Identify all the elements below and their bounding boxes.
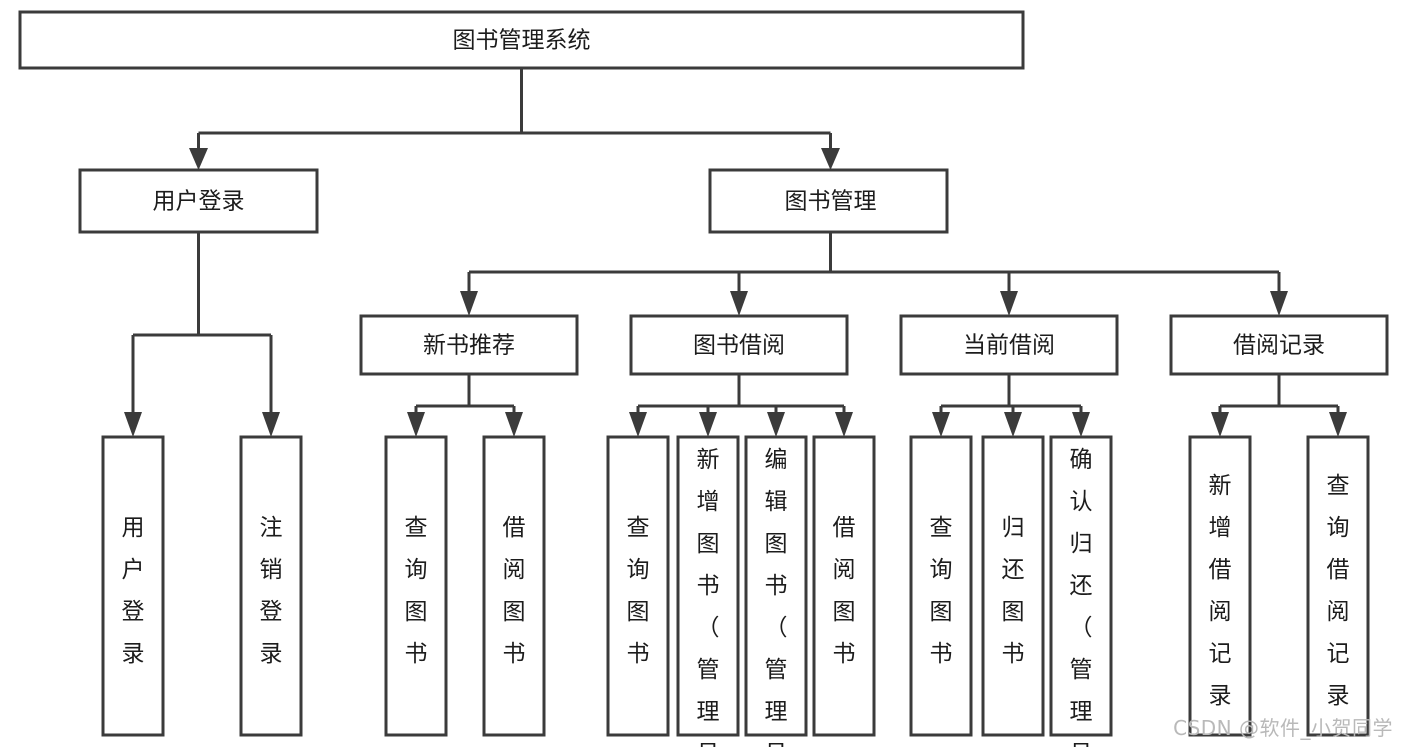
leaf-node-box-7[interactable] xyxy=(744,435,808,737)
leaf-node-box-4[interactable] xyxy=(482,435,546,737)
node-level2-book-management[interactable]: 图书管理 xyxy=(708,168,949,234)
arrowhead-borrow-leaf4 xyxy=(835,412,853,437)
leaf-node-2[interactable]: 注销登录 xyxy=(239,435,303,737)
leaf-node-box-1[interactable] xyxy=(101,435,165,737)
node-borrow-records-label: 借阅记录 xyxy=(1233,333,1325,359)
node-user-login-label: 用户登录 xyxy=(153,189,245,215)
leaf-node-box-12[interactable] xyxy=(1188,435,1252,737)
leaf-node-label-6: 新增图书（管理员） xyxy=(697,447,720,747)
leaf-node-label-10: 归还图书 xyxy=(1002,515,1025,667)
leaf-node-13[interactable]: 查询借阅记录 xyxy=(1306,435,1370,737)
node-current-borrow-box[interactable] xyxy=(899,314,1119,376)
arrowhead-user-login-to-leaf1 xyxy=(124,412,142,437)
arrowhead-to-borrow xyxy=(730,291,748,316)
node-new-book-recommend-box[interactable] xyxy=(359,314,579,376)
node-root-label: 图书管理系统 xyxy=(453,28,591,54)
leaf-node-3[interactable]: 查询图书 xyxy=(384,435,448,737)
arrowhead-new-books-leaf2 xyxy=(505,412,523,437)
leaf-node-11[interactable]: 确认归还（管理员） xyxy=(1049,435,1113,747)
leaf-node-5[interactable]: 查询图书 xyxy=(606,435,670,737)
node-book-management-label: 图书管理 xyxy=(785,189,877,215)
leaf-node-box-5[interactable] xyxy=(606,435,670,737)
leaf-node-label-8: 借阅图书 xyxy=(833,515,856,667)
leaf-node-box-11[interactable] xyxy=(1049,435,1113,737)
arrowhead-borrow-leaf1 xyxy=(629,412,647,437)
leaf-node-8[interactable]: 借阅图书 xyxy=(812,435,876,737)
leaf-node-label-3: 查询图书 xyxy=(405,515,428,667)
leaf-node-label-12: 新增借阅记录 xyxy=(1209,473,1232,709)
node-root[interactable]: 图书管理系统 xyxy=(18,10,1025,70)
leaf-node-label-5: 查询图书 xyxy=(627,515,650,667)
leaf-node-box-3[interactable] xyxy=(384,435,448,737)
leaf-node-10[interactable]: 归还图书 xyxy=(981,435,1045,737)
leaf-node-label-11: 确认归还（管理员） xyxy=(1070,447,1093,747)
arrowhead-borrow-leaf2 xyxy=(699,412,717,437)
arrowhead-records-leaf2 xyxy=(1329,412,1347,437)
node-current-borrow-label: 当前借阅 xyxy=(963,333,1055,359)
node-book-borrow-label: 图书借阅 xyxy=(693,333,785,359)
arrowhead-root-to-user-login xyxy=(189,148,208,170)
leaf-node-label-4: 借阅图书 xyxy=(503,515,526,667)
leaf-node-box-13[interactable] xyxy=(1306,435,1370,737)
node-level3-new-book-recommend[interactable]: 新书推荐 xyxy=(359,314,579,376)
leaf-node-label-9: 查询图书 xyxy=(930,515,953,667)
node-level3-borrow-records[interactable]: 借阅记录 xyxy=(1169,314,1389,376)
leaf-node-label-13: 查询借阅记录 xyxy=(1327,473,1350,709)
node-book-borrow-box[interactable] xyxy=(629,314,849,376)
arrowhead-current-leaf2 xyxy=(1004,412,1022,437)
arrowhead-to-current xyxy=(1000,291,1018,316)
node-borrow-records-box[interactable] xyxy=(1169,314,1389,376)
leaf-node-label-1: 用户登录 xyxy=(122,515,145,667)
connector-layer xyxy=(124,68,1347,437)
leaf-node-layer: 用户登录 注销登录 查询图书 借阅图书 查询图书 新增图书（管理员） 编辑图书（管理员） 借阅… xyxy=(101,435,1370,747)
arrowhead-borrow-leaf3 xyxy=(767,412,785,437)
node-user-login-box[interactable] xyxy=(78,168,319,234)
leaf-node-label-2: 注销登录 xyxy=(260,515,283,667)
node-level3-book-borrow[interactable]: 图书借阅 xyxy=(629,314,849,376)
leaf-node-box-2[interactable] xyxy=(239,435,303,737)
arrowhead-user-login-to-leaf2 xyxy=(262,412,280,437)
arrowhead-current-leaf3 xyxy=(1072,412,1090,437)
leaf-node-9[interactable]: 查询图书 xyxy=(909,435,973,737)
arrowhead-records-leaf1 xyxy=(1211,412,1229,437)
leaf-node-7[interactable]: 编辑图书（管理员） xyxy=(744,435,808,747)
node-level3-current-borrow[interactable]: 当前借阅 xyxy=(899,314,1119,376)
leaf-node-6[interactable]: 新增图书（管理员） xyxy=(676,435,740,747)
leaf-node-box-10[interactable] xyxy=(981,435,1045,737)
leaf-node-1[interactable]: 用户登录 xyxy=(101,435,165,737)
leaf-node-12[interactable]: 新增借阅记录 xyxy=(1188,435,1252,737)
arrowhead-to-new-books xyxy=(460,291,478,316)
leaf-node-box-9[interactable] xyxy=(909,435,973,737)
arrowhead-to-records xyxy=(1270,291,1288,316)
leaf-node-4[interactable]: 借阅图书 xyxy=(482,435,546,737)
leaf-node-box-8[interactable] xyxy=(812,435,876,737)
node-level2-user-login[interactable]: 用户登录 xyxy=(78,168,319,234)
leaf-node-box-6[interactable] xyxy=(676,435,740,737)
arrowhead-current-leaf1 xyxy=(932,412,950,437)
leaf-node-label-7: 编辑图书（管理员） xyxy=(765,447,788,747)
node-root-box[interactable] xyxy=(18,10,1025,70)
arrowhead-root-to-book-mgmt xyxy=(821,148,840,170)
arrowhead-new-books-leaf1 xyxy=(407,412,425,437)
node-new-book-recommend-label: 新书推荐 xyxy=(423,333,515,359)
node-book-management-box[interactable] xyxy=(708,168,949,234)
